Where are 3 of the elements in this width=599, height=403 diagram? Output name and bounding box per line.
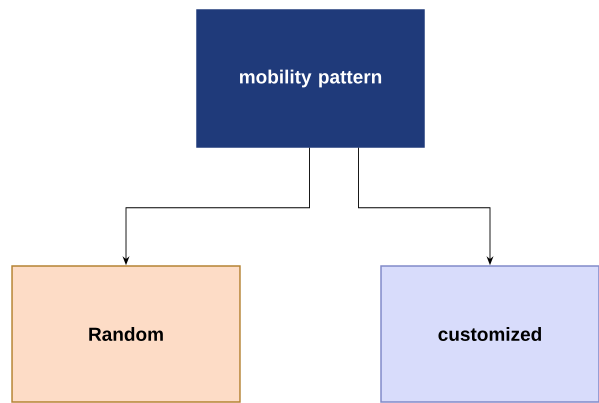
process-box: Random bbox=[11, 265, 241, 403]
process-box: mobility pattern bbox=[196, 9, 425, 148]
process-box: customized bbox=[380, 265, 599, 403]
